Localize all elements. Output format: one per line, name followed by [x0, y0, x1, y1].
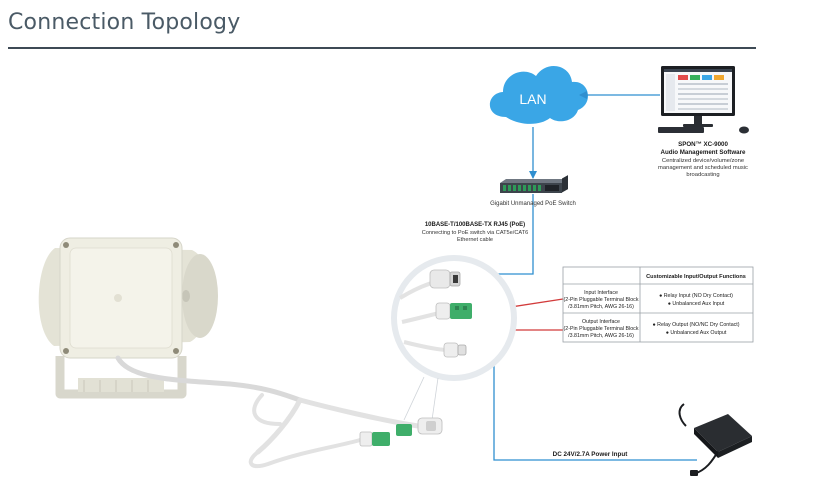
speaker-illustration	[38, 237, 218, 399]
connector-zoom-ring	[391, 255, 517, 381]
software-subtitle: Audio Management Software	[661, 149, 746, 156]
software-desc-line3: broadcasting	[686, 172, 719, 178]
output-iface-line2: (2-Pin Pluggable Terminal Block	[564, 326, 639, 332]
input-iface-line1: Input Interface	[584, 290, 618, 296]
power-input-label: DC 24V/2.7A Power Input	[553, 451, 629, 458]
zoom-pointer-left	[403, 376, 425, 421]
cable-to-rj45	[297, 397, 421, 429]
input-func-line1: ● Relay Input (NO Dry Contact)	[659, 293, 733, 299]
cable-to-terminal	[248, 438, 362, 469]
power-to-dc-port-arrow	[469, 348, 697, 461]
output-func-line1: ● Relay Output (NO/NC Dry Contact)	[652, 322, 739, 328]
output-iface-line1: Output Interface	[582, 319, 620, 325]
io-table-header: Customizable Input/Output Functions	[646, 274, 746, 280]
cable-branch-lower	[255, 397, 303, 455]
rj45-title: 10BASE-T/100BASE-TX RJ45 (PoE)	[425, 222, 525, 228]
cable-dc-plug	[396, 424, 412, 436]
switch-label: Gigabit Unmanaged PoE Switch	[490, 201, 576, 207]
dc-power-connector	[443, 342, 467, 358]
mouse-icon	[739, 126, 749, 134]
rj45-connector	[429, 269, 461, 289]
poe-switch-illustration	[500, 175, 568, 193]
io-function-table: Customizable Input/Output Functions Inpu…	[562, 266, 754, 343]
output-func-line2: ● Unbalanced Aux Output	[666, 330, 727, 336]
keyboard-icon	[658, 127, 704, 133]
power-adapter-illustration	[678, 403, 752, 476]
input-func-line2: ● Unbalanced Aux Input	[668, 301, 725, 307]
cable-terminal-plug	[359, 431, 390, 447]
lan-label: LAN	[519, 91, 546, 107]
output-iface-line3: /3.81mm Pitch, AWG 26-16)	[568, 333, 634, 339]
zoom-pointer-right	[431, 377, 439, 421]
lan-cloud: LAN	[489, 65, 589, 124]
speaker-cable	[115, 355, 303, 403]
monitor-illustration	[658, 66, 749, 134]
title-underline	[8, 47, 756, 49]
rj45-line1: Connecting to PoE switch via CAT5e/CAT6	[422, 230, 528, 236]
terminal-block-connector	[435, 302, 472, 320]
input-iface-line3: /3.81mm Pitch, AWG 26-16)	[568, 304, 634, 310]
input-iface-line2: (2-Pin Pluggable Terminal Block	[564, 297, 639, 303]
rj45-line2: Ethernet cable	[457, 237, 493, 243]
software-desc-line1: Centralized device/volume/zone	[662, 158, 744, 164]
software-desc-line2: management and scheduled music	[658, 165, 748, 171]
page-title: Connection Topology	[8, 10, 241, 35]
cable-rj45-plug	[417, 417, 443, 435]
software-name: SPON™ XC-9000	[678, 141, 728, 148]
cable-loop	[252, 393, 282, 426]
